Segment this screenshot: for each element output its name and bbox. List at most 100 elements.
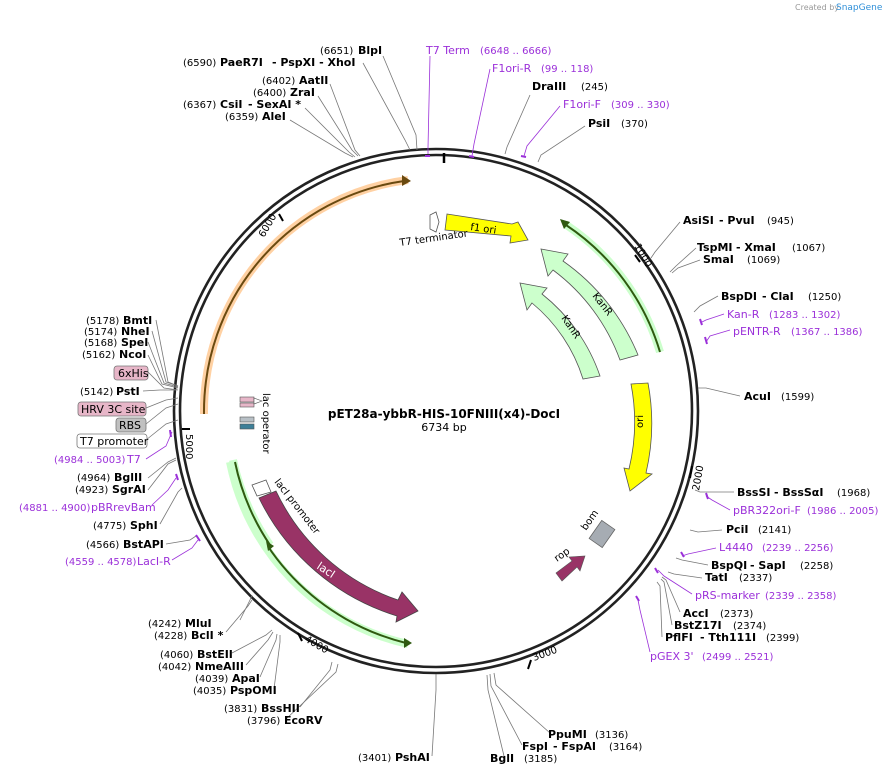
t7-promoter-label[interactable]: T7 promoter: [79, 435, 149, 448]
enzyme-pos-spei: (5168): [84, 338, 117, 349]
enzyme-sgrai[interactable]: SgrAI: [112, 483, 146, 496]
enzyme-pflfi[interactable]: PflFI: [665, 631, 693, 644]
f1-ori-feature[interactable]: [444, 213, 529, 244]
enzyme-mlui[interactable]: MluI: [185, 617, 212, 630]
primer-t7[interactable]: T7: [126, 453, 141, 466]
enzyme-paer7i[interactable]: PaeR7I: [220, 56, 263, 69]
primer-range-l4440: (2239 .. 2256): [762, 543, 834, 554]
enzyme-bgli[interactable]: BglI: [490, 752, 514, 765]
enzyme-bsteii[interactable]: BstEII: [197, 648, 233, 661]
enzyme-asisi[interactable]: AsiSI: [683, 214, 714, 227]
orf-arc-orange: [202, 180, 405, 415]
primer-pbr322ori-f[interactable]: pBR322ori-F: [733, 504, 801, 517]
primer-pgex3[interactable]: pGEX 3': [650, 650, 694, 663]
laci-promoter-feature[interactable]: [251, 479, 272, 497]
enzyme-pos-bstz17i: (2374): [733, 621, 766, 632]
enzyme-fspi[interactable]: FspI: [522, 740, 548, 753]
leader-bstz17i: [660, 578, 673, 626]
enzyme-pvui-group[interactable]: - PvuI: [719, 214, 755, 227]
enzyme-xhoi-group[interactable]: - PspXI - XhoI: [272, 56, 355, 69]
enzyme-ppumi[interactable]: PpuMI: [548, 728, 587, 741]
enzyme-pos-bmti: (5178): [86, 316, 119, 327]
primer-range-pbrrevbam: (4881 .. 4900): [19, 503, 91, 514]
primer-pbrrevbam[interactable]: pBRrevBam: [91, 501, 156, 514]
six-his-label[interactable]: 6xHis: [118, 367, 149, 380]
primer-laci-r[interactable]: LacI-R: [137, 555, 171, 568]
primer-l4440[interactable]: L4440: [719, 541, 753, 554]
primer-f1ori-r[interactable]: F1ori-R: [492, 62, 532, 75]
six-his-box[interactable]: [239, 396, 255, 403]
tick-2000: [689, 465, 693, 479]
rop-feature[interactable]: [555, 555, 586, 582]
enzyme-sexai-group[interactable]: - SexAI *: [248, 98, 301, 111]
enzyme-apai[interactable]: ApaI: [232, 672, 260, 685]
enzyme-bmti[interactable]: BmtI: [123, 314, 152, 327]
rbs-box[interactable]: [239, 416, 255, 423]
enzyme-bstapi[interactable]: BstAPI: [123, 538, 164, 551]
enzyme-pos-fspi: (3164): [609, 742, 642, 753]
enzyme-bspdi[interactable]: BspDI: [721, 290, 757, 303]
enzyme-nmeaiii[interactable]: NmeAIII: [195, 660, 244, 673]
enzyme-acci[interactable]: AccI: [683, 607, 709, 620]
enzyme-pspomi[interactable]: PspOMI: [230, 684, 277, 697]
enzyme-acui[interactable]: AcuI: [744, 390, 771, 403]
enzyme-alei[interactable]: AleI: [262, 110, 286, 123]
leader-pbrrevbam: [151, 477, 177, 506]
bom-feature[interactable]: [588, 519, 616, 549]
leader-fspai: [489, 673, 523, 746]
rbs-label[interactable]: RBS: [119, 419, 141, 432]
laci-feature[interactable]: [258, 490, 419, 623]
enzyme-tspmi[interactable]: TspMI: [697, 241, 733, 254]
enzyme-fspai-group[interactable]: - FspAI: [553, 740, 596, 753]
enzyme-smai[interactable]: SmaI: [703, 253, 734, 266]
enzyme-bspqi[interactable]: BspQI: [711, 559, 747, 572]
enzyme-pshai[interactable]: PshAI: [395, 751, 430, 764]
primer-pentr-r[interactable]: pENTR-R: [733, 325, 781, 338]
lac-operator-box[interactable]: [239, 423, 255, 430]
mark-laci-r: [195, 534, 201, 542]
hrv-box[interactable]: [239, 402, 255, 408]
primer-prs-marker[interactable]: pRS-marker: [695, 589, 760, 602]
leader-bsssi: [694, 489, 734, 493]
ori-feature[interactable]: [623, 382, 653, 492]
enzyme-psii[interactable]: PsiI: [588, 117, 610, 130]
enzyme-bsssi[interactable]: BssSI: [737, 486, 771, 499]
tick-6000: [278, 213, 284, 222]
plasmid-length: 6734 bp: [421, 421, 466, 434]
enzyme-psti[interactable]: PstI: [116, 385, 140, 398]
enzyme-tati[interactable]: TatI: [705, 571, 728, 584]
enzyme-aatii[interactable]: AatII: [299, 74, 328, 87]
enzyme-spei[interactable]: SpeI: [121, 336, 148, 349]
enzyme-draiii[interactable]: DraIII: [532, 80, 566, 93]
enzyme-sapi-group[interactable]: - SapI: [750, 559, 786, 572]
enzyme-sphi[interactable]: SphI: [130, 519, 158, 532]
enzyme-bsssai-group[interactable]: - BssSαI: [774, 486, 823, 499]
enzyme-bglii[interactable]: BglII: [114, 471, 142, 484]
enzyme-xmai-group[interactable]: - XmaI: [736, 241, 776, 254]
enzyme-pos-blpi: (6651): [320, 46, 353, 57]
enzyme-zrai[interactable]: ZraI: [290, 86, 315, 99]
orf-arc-green-right: [565, 224, 661, 353]
enzyme-pos-bglii: (4964): [77, 473, 110, 484]
mark-pbr322ori-f: [705, 492, 709, 500]
enzyme-bcli[interactable]: BclI *: [191, 629, 224, 642]
primer-kan-r[interactable]: Kan-R: [727, 308, 760, 321]
enzyme-nhei[interactable]: NheI: [121, 325, 150, 338]
enzyme-ncoi[interactable]: NcoI: [119, 348, 146, 361]
t7-terminator-feature[interactable]: [429, 211, 440, 233]
enzyme-bstz17i[interactable]: BstZ17I: [674, 619, 722, 632]
enzyme-pcii[interactable]: PciI: [726, 523, 748, 536]
enzyme-tth111i-group[interactable]: - Tth111I: [700, 631, 756, 644]
enzyme-pos-zrai: (6400): [253, 88, 286, 99]
leader-aatii: [329, 83, 361, 157]
enzyme-blpi[interactable]: BlpI: [358, 44, 382, 57]
primer-t7-term[interactable]: T7 Term: [425, 44, 470, 57]
enzyme-bsshii[interactable]: BssHII: [261, 702, 300, 715]
enzyme-ecorv[interactable]: EcoRV: [284, 714, 323, 727]
enzyme-csii[interactable]: CsiI: [220, 98, 242, 111]
kanr-outer-feature[interactable]: [540, 248, 639, 361]
hrv-label[interactable]: HRV 3C site: [81, 403, 146, 416]
kanr-inner-feature[interactable]: [519, 282, 601, 380]
primer-f1ori-f[interactable]: F1ori-F: [563, 98, 601, 111]
enzyme-clai-group[interactable]: - ClaI: [762, 290, 794, 303]
